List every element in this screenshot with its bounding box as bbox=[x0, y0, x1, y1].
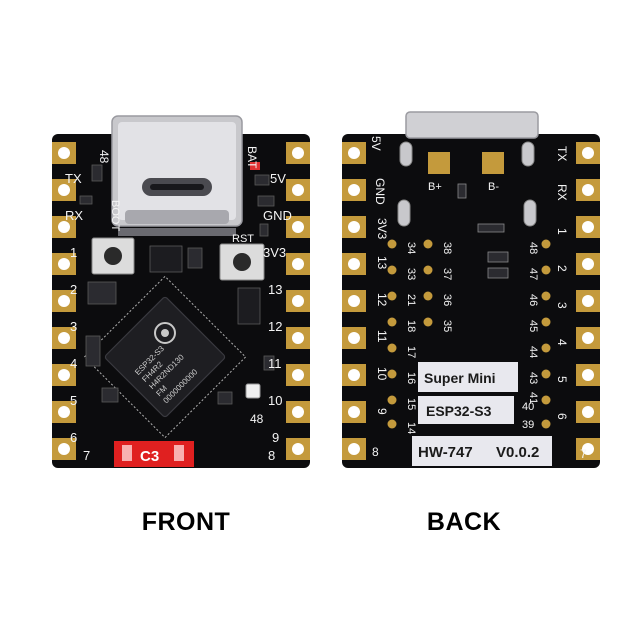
back-inner-15: 15 bbox=[405, 398, 417, 410]
back-inner-17: 17 bbox=[405, 346, 417, 358]
front-label-led-48: 48 bbox=[250, 412, 264, 426]
back-caption: BACK bbox=[426, 508, 502, 536]
back-inner-21: 21 bbox=[405, 294, 417, 306]
back-version-text: V0.0.2 bbox=[496, 444, 539, 461]
front-label-6: 6 bbox=[70, 430, 77, 445]
back-label-b-minus: B- bbox=[488, 181, 499, 193]
front-label-tx: TX bbox=[65, 171, 82, 186]
back-inner-36: 36 bbox=[441, 294, 453, 306]
back-inner-41: 41 bbox=[527, 392, 539, 404]
front-label-11: 11 bbox=[268, 356, 282, 371]
back-battery-pad-minus bbox=[482, 152, 504, 174]
back-usb-slot-tr bbox=[521, 141, 535, 167]
back-left-pads bbox=[342, 142, 366, 460]
front-usb-c-connector bbox=[111, 115, 243, 236]
back-inner-44: 44 bbox=[527, 346, 539, 358]
back-label-3: 3 bbox=[555, 302, 569, 309]
front-label-2: 2 bbox=[70, 282, 77, 297]
back-inner-18: 18 bbox=[405, 320, 417, 332]
back-label-11: 11 bbox=[375, 330, 389, 343]
front-label-3: 3 bbox=[70, 319, 77, 334]
front-label-48-top: 48 bbox=[97, 150, 111, 164]
back-battery-pad-plus bbox=[428, 152, 450, 174]
front-right-pads bbox=[286, 142, 310, 460]
back-usb-slot-tl bbox=[399, 141, 413, 167]
front-label-7: 7 bbox=[83, 448, 90, 463]
back-inner-39: 39 bbox=[522, 419, 534, 431]
back-super-mini-box bbox=[418, 362, 518, 392]
back-label-13: 13 bbox=[375, 256, 389, 270]
back-right-pads bbox=[576, 142, 600, 460]
back-model-box bbox=[412, 436, 552, 466]
front-label-gnd: GND bbox=[263, 208, 292, 223]
front-left-pads bbox=[52, 142, 76, 460]
back-label-6: 6 bbox=[555, 413, 569, 420]
back-usb-connector bbox=[405, 111, 539, 139]
front-label-5v: 5V bbox=[270, 171, 286, 186]
front-label-c3: C3 bbox=[140, 448, 159, 465]
back-inner-14: 14 bbox=[405, 422, 417, 434]
back-inner-38: 38 bbox=[441, 242, 453, 254]
back-inner-labels-col2: 38 37 36 35 bbox=[441, 242, 453, 332]
back-label-rx: RX bbox=[555, 184, 569, 201]
back-label-tx: TX bbox=[555, 146, 569, 161]
back-inner-labels-right: 48 47 46 45 44 43 41 40 39 bbox=[522, 242, 539, 431]
front-label-10: 10 bbox=[268, 393, 282, 408]
back-board: 5V GND 3V3 13 12 11 10 9 8 TX RX 1 2 3 4… bbox=[342, 111, 600, 468]
front-board: TX RX 1 2 3 4 5 6 7 5V GND 3V3 13 12 11 … bbox=[52, 115, 310, 468]
back-inner-37: 37 bbox=[441, 268, 453, 280]
back-inner-35: 35 bbox=[441, 320, 453, 332]
back-inner-33: 33 bbox=[405, 268, 417, 280]
front-red-led bbox=[250, 162, 260, 170]
front-label-1: 1 bbox=[70, 245, 77, 260]
front-esp32-chip bbox=[83, 275, 247, 439]
back-super-mini-text: Super Mini bbox=[424, 370, 496, 386]
back-label-5v: 5V bbox=[369, 136, 383, 151]
front-label-rx: RX bbox=[65, 208, 83, 223]
back-smd-components bbox=[457, 183, 509, 279]
back-inner-45: 45 bbox=[527, 320, 539, 332]
front-rst-button bbox=[219, 243, 265, 281]
front-label-9: 9 bbox=[272, 430, 279, 445]
back-inner-47: 47 bbox=[527, 268, 539, 280]
back-label-10: 10 bbox=[375, 367, 389, 381]
back-label-12: 12 bbox=[375, 293, 389, 307]
front-label-3v3: 3V3 bbox=[263, 245, 286, 260]
back-inner-43: 43 bbox=[527, 372, 539, 384]
back-label-3v3: 3V3 bbox=[375, 218, 389, 240]
front-label-rst: RST bbox=[232, 233, 254, 245]
back-inner-40: 40 bbox=[522, 401, 534, 413]
front-label-12: 12 bbox=[268, 319, 282, 334]
back-inner-16: 16 bbox=[405, 372, 417, 384]
back-label-1: 1 bbox=[555, 228, 569, 235]
front-label-bat: BAT bbox=[245, 146, 259, 169]
back-usb-slot-br bbox=[523, 199, 537, 227]
back-esp-box bbox=[418, 396, 514, 424]
back-label-9: 9 bbox=[375, 408, 389, 415]
back-inner-48: 48 bbox=[527, 242, 539, 254]
back-label-7: 7 bbox=[580, 447, 587, 461]
back-label-5: 5 bbox=[555, 376, 569, 383]
back-label-2: 2 bbox=[555, 265, 569, 272]
back-model-text: HW-747 bbox=[418, 444, 473, 461]
front-label-5: 5 bbox=[70, 393, 77, 408]
back-inner-34: 34 bbox=[405, 242, 417, 254]
back-label-gnd: GND bbox=[373, 178, 387, 205]
front-label-8: 8 bbox=[268, 448, 275, 463]
back-inner-46: 46 bbox=[527, 294, 539, 306]
back-label-8: 8 bbox=[372, 445, 379, 459]
back-esp-text: ESP32-S3 bbox=[426, 403, 492, 419]
back-label-b-plus: B+ bbox=[428, 181, 442, 193]
front-boot-button bbox=[91, 237, 135, 275]
front-smd-components bbox=[79, 164, 275, 405]
front-caption: FRONT bbox=[141, 508, 231, 536]
back-usb-slot-bl bbox=[397, 199, 411, 227]
front-label-boot: BOOT bbox=[109, 200, 121, 231]
front-label-4: 4 bbox=[70, 356, 77, 371]
back-inner-labels-col1: 34 33 21 18 17 16 15 14 bbox=[405, 242, 417, 434]
front-label-13: 13 bbox=[268, 282, 282, 297]
front-rgb-led bbox=[245, 383, 261, 399]
back-label-4: 4 bbox=[555, 339, 569, 346]
